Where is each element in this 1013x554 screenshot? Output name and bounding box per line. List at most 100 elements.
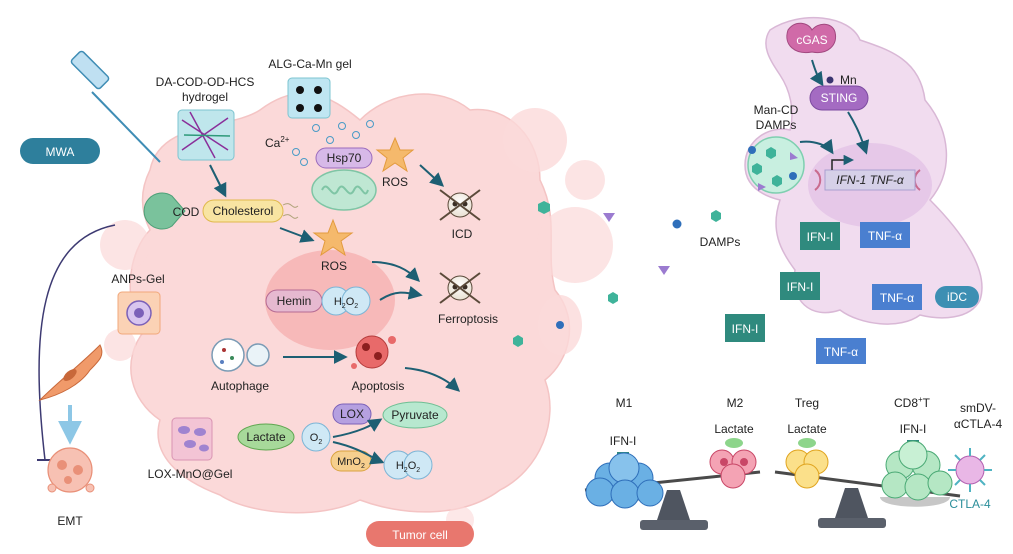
hydrogel-label-2: hydrogel	[182, 90, 228, 104]
hydrogel-icon	[177, 109, 235, 161]
ifn-tnf-label: IFN-1 TNF-α	[836, 173, 905, 187]
endosome-icon	[747, 136, 805, 194]
tnf-box	[816, 338, 866, 364]
tumor-cell-label: Tumor cell	[392, 528, 448, 542]
cgas-to-sting-arrow	[809, 59, 824, 87]
tnf-box	[860, 222, 910, 248]
pyruvate-label: Pyruvate	[391, 408, 439, 422]
ifn-box	[780, 272, 820, 300]
hemin-label: Hemin	[277, 294, 312, 308]
h2o2-bottom-label: H2O2	[396, 460, 420, 474]
h2o2-to-ferroptosis-arrow	[379, 285, 423, 301]
lox-mno-gel-icon	[171, 417, 213, 461]
tumor-cell-badge	[366, 521, 474, 547]
hydrogel-to-cholesterol-arrow	[209, 164, 227, 198]
gene-box	[824, 169, 916, 191]
mwa-label: MWA	[46, 145, 75, 159]
m2-label: M2	[727, 396, 744, 410]
ros-star-icon	[375, 136, 415, 173]
apoptosis-label: Apoptosis	[352, 379, 405, 393]
ros-to-ferroptosis-arrow	[371, 261, 420, 282]
o2-label: O2	[310, 432, 323, 446]
ros-top-label: ROS	[382, 175, 408, 189]
damp-hexagon-icon	[538, 201, 550, 214]
idc-label: iDC	[947, 290, 967, 304]
emt-cell-icon	[47, 447, 95, 493]
apoptosis-arrow	[404, 367, 461, 392]
cholesterol-badge	[202, 199, 284, 223]
man-cd-label-2: DAMPs	[756, 118, 797, 132]
damp-triangle-icon	[603, 213, 615, 222]
ifn-box	[725, 314, 765, 342]
ifn-box-label: IFN-I	[807, 230, 834, 244]
cholesterol-tail	[282, 203, 299, 219]
ctla4-label: CTLA-4	[949, 497, 991, 511]
tnf-box-label: TNF-α	[868, 229, 902, 243]
m2-macrophage-cluster	[709, 449, 757, 489]
fibroblast-icon	[38, 344, 103, 401]
damp-hexagon-icon	[513, 335, 523, 347]
m1-sub-label: IFN-I	[610, 434, 637, 448]
m2-sub-label: Lactate	[714, 422, 754, 436]
treg-cell-cluster	[785, 449, 829, 489]
lox-badge	[332, 403, 372, 425]
endosome-to-gene-arrow	[799, 138, 834, 155]
m1-label: M1	[616, 396, 633, 410]
tumor-bleb	[537, 207, 613, 283]
damp-dot-icon	[556, 321, 564, 329]
cod-icon	[143, 192, 186, 230]
mn-ion-icon	[826, 76, 834, 84]
lox-label: LOX	[340, 407, 364, 421]
mno2-label: MnO2	[337, 456, 365, 470]
tnf-box	[872, 284, 922, 310]
icd-label: ICD	[452, 227, 473, 241]
anps-gel-label: ANPs-Gel	[111, 272, 164, 286]
h2o2-bottom-icon	[383, 450, 433, 480]
hsp70-badge	[315, 147, 373, 169]
mn-label: Mn	[840, 73, 857, 87]
treg-sub-label: Lactate	[787, 422, 827, 436]
inhibition-arc	[38, 224, 116, 461]
autophage-label: Autophage	[211, 379, 269, 393]
ifn-box-label: IFN-I	[732, 322, 759, 336]
tumor-bleb	[503, 108, 567, 172]
mwa-probe-icon	[70, 50, 161, 163]
tnf-box-label: TNF-α	[880, 291, 914, 305]
sting-label: STING	[821, 91, 858, 105]
skull-icon-icd	[439, 189, 481, 221]
mitochondrion-icon	[311, 169, 377, 211]
alg-gel-icon	[287, 77, 331, 119]
skull-icon-ferroptosis	[439, 272, 481, 304]
damp-dot-icon	[672, 219, 682, 229]
man-cd-label-1: Man-CD	[754, 103, 799, 117]
o2-icon	[301, 422, 331, 452]
sting-badge	[809, 85, 869, 111]
cholesterol-label: Cholesterol	[213, 204, 274, 218]
cgas-icon	[786, 22, 837, 54]
lactate-label: Lactate	[246, 430, 286, 444]
lactate-badge	[237, 423, 295, 451]
alg-gel-label: ALG-Ca-Mn gel	[268, 57, 351, 71]
cd8-sub-label: IFN-I	[900, 422, 927, 436]
o2-to-pyruvate-arrow	[332, 418, 383, 438]
cholesterol-to-ros-arrow	[279, 227, 315, 243]
hydrogel-label-1: DA-COD-OD-HCS	[156, 75, 255, 89]
tumor-bleb	[100, 220, 150, 270]
lactate-marker	[725, 438, 743, 448]
h2o2-hemin-label: H2O2	[334, 296, 358, 310]
mwa-badge	[20, 138, 100, 164]
damp-hexagon-icon	[711, 210, 721, 222]
ros-star-icon	[312, 218, 354, 257]
damp-triangle-icon	[658, 266, 670, 275]
ferroptosis-label: Ferroptosis	[438, 312, 498, 326]
dna-helix-left	[814, 169, 822, 191]
autophage-icon	[211, 338, 270, 372]
smdv-label-1: smDV-	[960, 401, 996, 415]
h2o2-icon	[321, 286, 371, 316]
ca-ion-bubbles	[292, 120, 374, 166]
treg-label: Treg	[795, 396, 819, 410]
cod-label: COD	[173, 205, 200, 219]
ros-mid-label: ROS	[321, 259, 347, 273]
tnf-box-label: TNF-α	[824, 345, 858, 359]
